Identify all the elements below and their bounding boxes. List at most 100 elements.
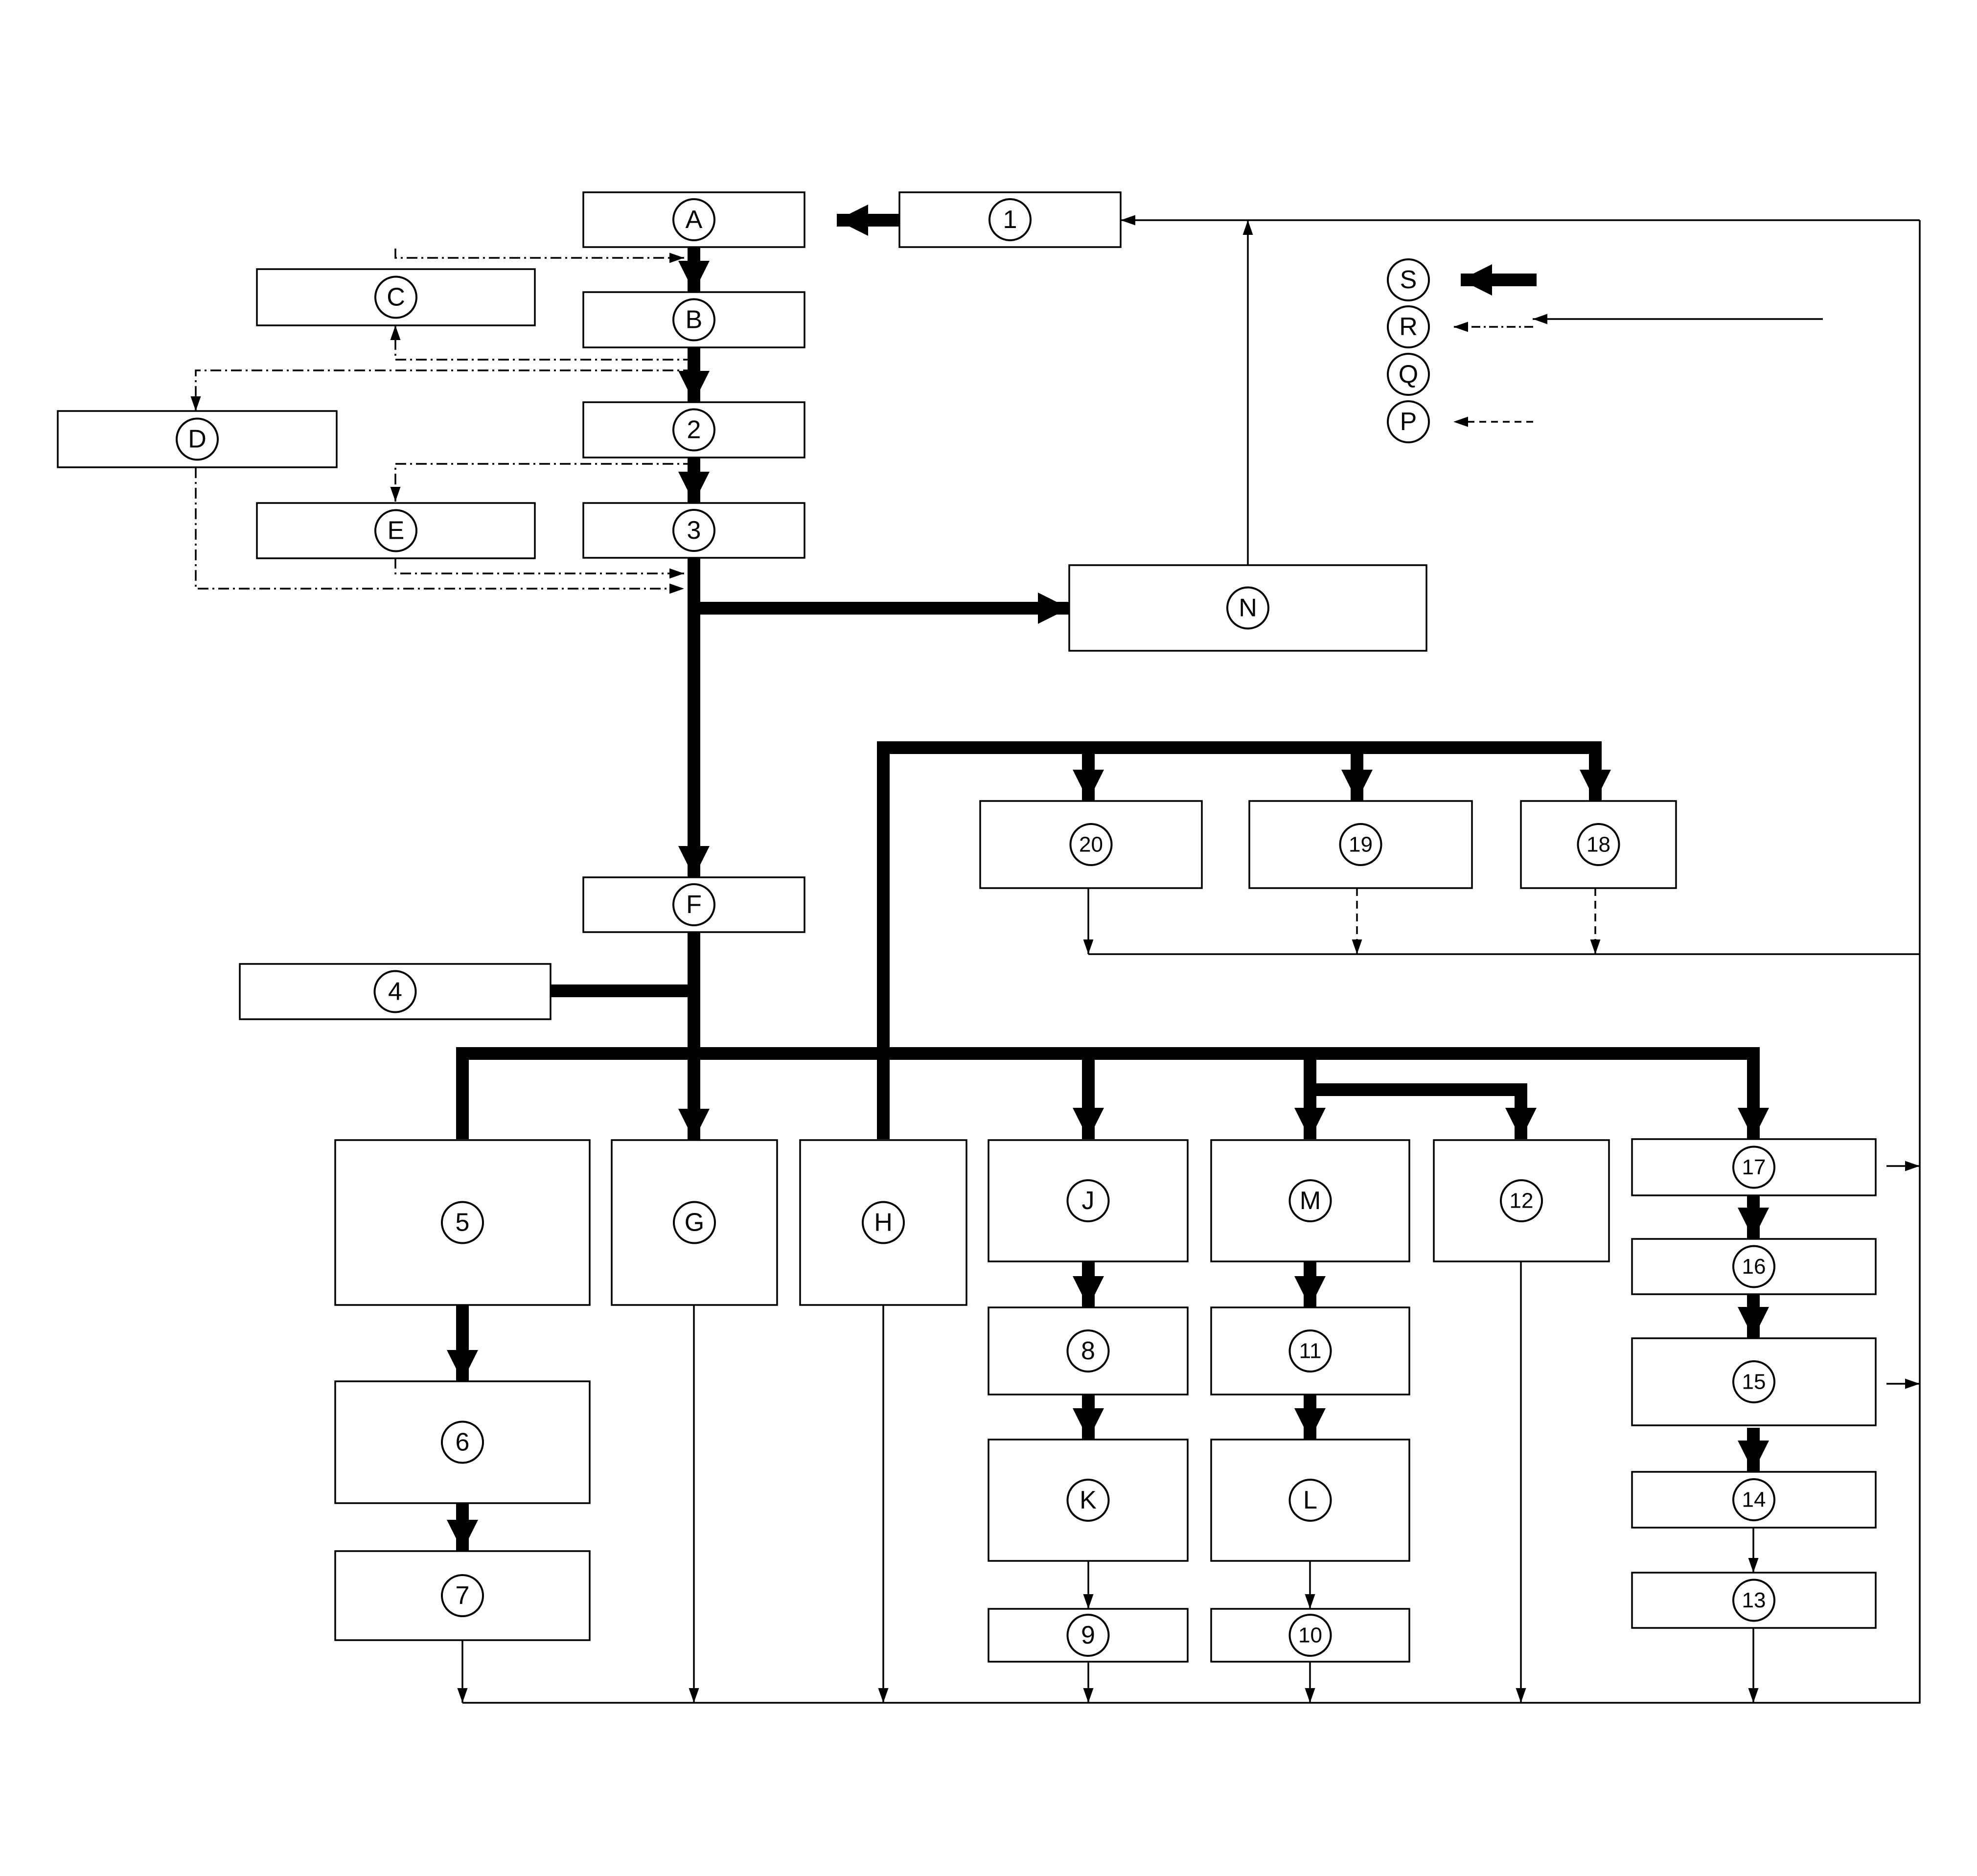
label-text: G [685, 1209, 704, 1237]
circled-label-20: 20 [1069, 823, 1113, 866]
label-text: D [188, 425, 207, 454]
label-circle [373, 970, 417, 1013]
box-16: 16 [1631, 1238, 1877, 1295]
box-13: 13 [1631, 1572, 1877, 1629]
label-text: 15 [1742, 1370, 1766, 1394]
label-circle [1066, 1329, 1110, 1373]
circled-label-8: 8 [1066, 1329, 1110, 1373]
circled-label-h: H [862, 1201, 905, 1244]
label-circle [988, 198, 1032, 241]
label-circle [1732, 1478, 1775, 1521]
box-1: 1 [898, 191, 1122, 248]
box-f: F [582, 876, 805, 933]
circled-label-7: 7 [441, 1574, 484, 1617]
legend-item-p: P [1387, 400, 1430, 443]
label-circle [672, 883, 715, 926]
box-12: 12 [1433, 1139, 1610, 1262]
label-circle [1288, 1479, 1332, 1522]
label-circle [1577, 823, 1620, 866]
circled-label-l: L [1288, 1479, 1332, 1522]
label-circle [374, 509, 417, 552]
label-circle [672, 198, 715, 241]
label-circle [1066, 1479, 1110, 1522]
label-text: K [1080, 1486, 1097, 1514]
box-9: 9 [988, 1608, 1189, 1663]
label-text: 7 [456, 1581, 470, 1610]
box-20: 20 [979, 800, 1203, 889]
label-circle [672, 298, 715, 342]
label-circle [1339, 823, 1382, 866]
dashed-lines [1352, 416, 1601, 954]
label-text: 1 [1003, 206, 1017, 234]
thin-solid-lines [457, 215, 1921, 1704]
box-17: 17 [1631, 1138, 1877, 1196]
circled-label-6: 6 [441, 1420, 484, 1464]
label-text: 10 [1298, 1624, 1322, 1647]
label-circle [1500, 1179, 1543, 1222]
label-text: J [1082, 1187, 1095, 1215]
label-text: 14 [1742, 1488, 1766, 1512]
label-text: 13 [1742, 1588, 1766, 1612]
box-10: 10 [1210, 1608, 1410, 1663]
box-d: D [57, 410, 338, 468]
box-7: 7 [334, 1550, 591, 1641]
label-text: L [1303, 1486, 1317, 1514]
circled-label-3: 3 [672, 509, 715, 552]
circled-label-e: E [374, 509, 417, 552]
label-circle [1288, 1179, 1332, 1222]
circled-label-18: 18 [1577, 823, 1620, 866]
legend-circle [1387, 353, 1430, 396]
label-circle [1732, 1145, 1775, 1189]
circled-label-m: M [1288, 1179, 1332, 1222]
legend-item-s: S [1387, 258, 1430, 301]
legend-label: R [1399, 313, 1418, 341]
box-14: 14 [1631, 1471, 1877, 1529]
label-text: 9 [1081, 1621, 1095, 1649]
box-g: G [611, 1139, 778, 1306]
legend-circle [1387, 305, 1430, 348]
box-3: 3 [582, 502, 805, 559]
label-text: 17 [1742, 1155, 1766, 1179]
label-text: A [686, 206, 703, 234]
label-circle [1732, 1360, 1775, 1403]
label-circle [1288, 1614, 1332, 1657]
label-circle [672, 408, 715, 452]
label-text: 18 [1586, 833, 1610, 857]
box-18: 18 [1520, 800, 1677, 889]
legend-label: S [1400, 266, 1417, 294]
circled-label-10: 10 [1288, 1614, 1332, 1657]
label-text: B [686, 306, 703, 334]
label-text: M [1300, 1187, 1321, 1215]
box-l: L [1210, 1439, 1410, 1562]
label-circle [1732, 1245, 1775, 1288]
label-text: N [1239, 594, 1257, 622]
label-circle [1066, 1179, 1110, 1222]
thick-lines [447, 205, 1769, 1551]
box-e: E [256, 502, 536, 559]
label-text: 8 [1081, 1337, 1095, 1365]
legend-label: P [1400, 408, 1417, 436]
circled-label-4: 4 [373, 970, 417, 1013]
circled-label-d: D [176, 417, 219, 461]
label-text: 6 [456, 1428, 470, 1457]
circled-label-k: K [1066, 1479, 1110, 1522]
label-circle [672, 509, 715, 552]
legend-label: Q [1399, 360, 1418, 389]
circled-label-9: 9 [1066, 1614, 1110, 1657]
box-m: M [1210, 1139, 1410, 1262]
circled-label-j: J [1066, 1179, 1110, 1222]
box-a: A [582, 191, 805, 248]
label-circle [441, 1420, 484, 1464]
label-circle [441, 1201, 484, 1244]
circled-label-13: 13 [1732, 1579, 1775, 1622]
circled-label-1: 1 [988, 198, 1032, 241]
circled-label-16: 16 [1732, 1245, 1775, 1288]
circled-label-2: 2 [672, 408, 715, 452]
circled-label-12: 12 [1500, 1179, 1543, 1222]
legend-circle [1387, 400, 1430, 443]
circled-label-15: 15 [1732, 1360, 1775, 1403]
circled-label-f: F [672, 883, 715, 926]
legend-circle [1387, 258, 1430, 301]
